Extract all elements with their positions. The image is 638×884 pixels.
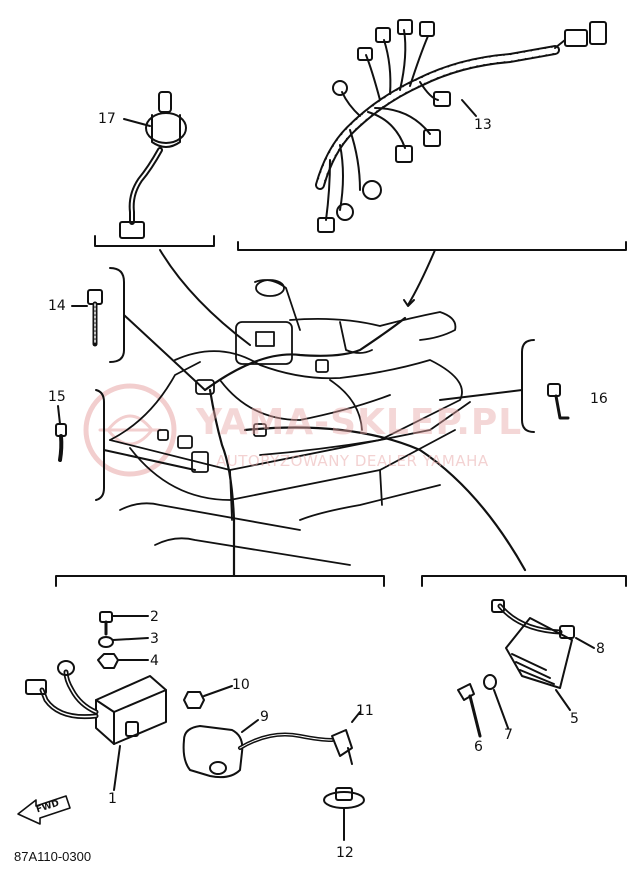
wire-harness-group	[237, 19, 627, 251]
part-label-11: 11	[356, 703, 374, 719]
watermark-subtext: AUTORYZOWANY DEALER YAMAHA	[216, 452, 489, 470]
part-label-14: 14	[48, 298, 66, 314]
watermark-logo	[83, 383, 177, 477]
right-parts-group	[439, 339, 570, 433]
snowmobile-outline	[109, 279, 527, 577]
main-switch-key	[158, 91, 172, 113]
part-label-17: 17	[98, 111, 116, 127]
part-label-5: 5	[570, 711, 579, 727]
rectifier-group	[421, 575, 627, 738]
main-switch-group	[94, 91, 215, 247]
watermark-text: YAMA-SKLEP.PL	[196, 402, 523, 443]
diagram-code: 87A110-0300	[14, 849, 92, 864]
part-label-7: 7	[504, 727, 513, 743]
part-label-8: 8	[596, 641, 605, 657]
part-label-10: 10	[232, 677, 250, 693]
part-label-2: 2	[150, 609, 159, 625]
left-parts-group	[55, 267, 206, 501]
main-switch-coupler	[119, 221, 145, 239]
part-label-9: 9	[260, 709, 269, 725]
part-label-6: 6	[474, 739, 483, 755]
part-label-12: 12	[336, 845, 354, 861]
cdi-ignition-group	[17, 575, 385, 841]
part-label-1: 1	[108, 791, 117, 807]
part-label-4: 4	[150, 653, 159, 669]
part-label-15: 15	[48, 389, 66, 405]
part-label-16: 16	[590, 391, 608, 407]
part-label-3: 3	[150, 631, 159, 647]
part-label-13: 13	[474, 117, 492, 133]
